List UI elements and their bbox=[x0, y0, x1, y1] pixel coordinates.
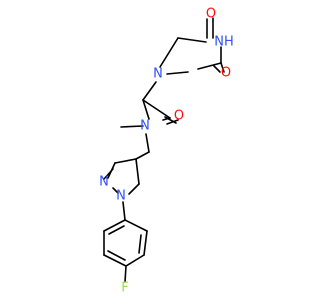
bond bbox=[138, 234, 142, 254]
bond bbox=[142, 81, 157, 101]
bond bbox=[103, 168, 114, 180]
bond bbox=[177, 37, 207, 43]
bond bbox=[124, 265, 127, 283]
background bbox=[0, 0, 300, 300]
bonds bbox=[103, 17, 225, 283]
bond bbox=[120, 125, 144, 128]
bond bbox=[145, 133, 150, 153]
bond bbox=[220, 62, 225, 73]
molecule-structure: O NH N O O N N N F bbox=[0, 0, 300, 300]
atom-o-amide: O bbox=[174, 109, 184, 124]
bond bbox=[166, 71, 189, 75]
bond bbox=[197, 62, 222, 70]
bond bbox=[103, 219, 126, 232]
bond bbox=[135, 151, 150, 160]
bond bbox=[108, 225, 125, 235]
atom-f: F bbox=[121, 281, 128, 296]
bond bbox=[143, 230, 148, 256]
atom-o-ring: O bbox=[221, 66, 231, 81]
bond bbox=[124, 219, 148, 232]
bond bbox=[112, 187, 119, 194]
atom-labels: O NH N O O N N N F bbox=[99, 7, 234, 296]
atom-n-ring: N bbox=[153, 67, 163, 82]
bond bbox=[142, 99, 171, 119]
atom-nh: NH bbox=[214, 35, 234, 50]
bond bbox=[128, 183, 140, 195]
bond bbox=[142, 99, 150, 120]
bond bbox=[122, 201, 126, 221]
bond bbox=[114, 158, 137, 164]
atom-o-top: O bbox=[206, 7, 216, 22]
atom-n-pyrazole-lower: N bbox=[116, 189, 126, 204]
bond bbox=[125, 254, 145, 267]
bond bbox=[213, 65, 221, 73]
atom-n-amide: N bbox=[140, 119, 150, 134]
bond bbox=[107, 250, 126, 261]
atom-n-pyrazole-upper: N bbox=[99, 175, 109, 190]
bond bbox=[166, 119, 179, 125]
bond bbox=[159, 37, 179, 68]
bond bbox=[135, 158, 140, 185]
bond bbox=[103, 254, 127, 267]
